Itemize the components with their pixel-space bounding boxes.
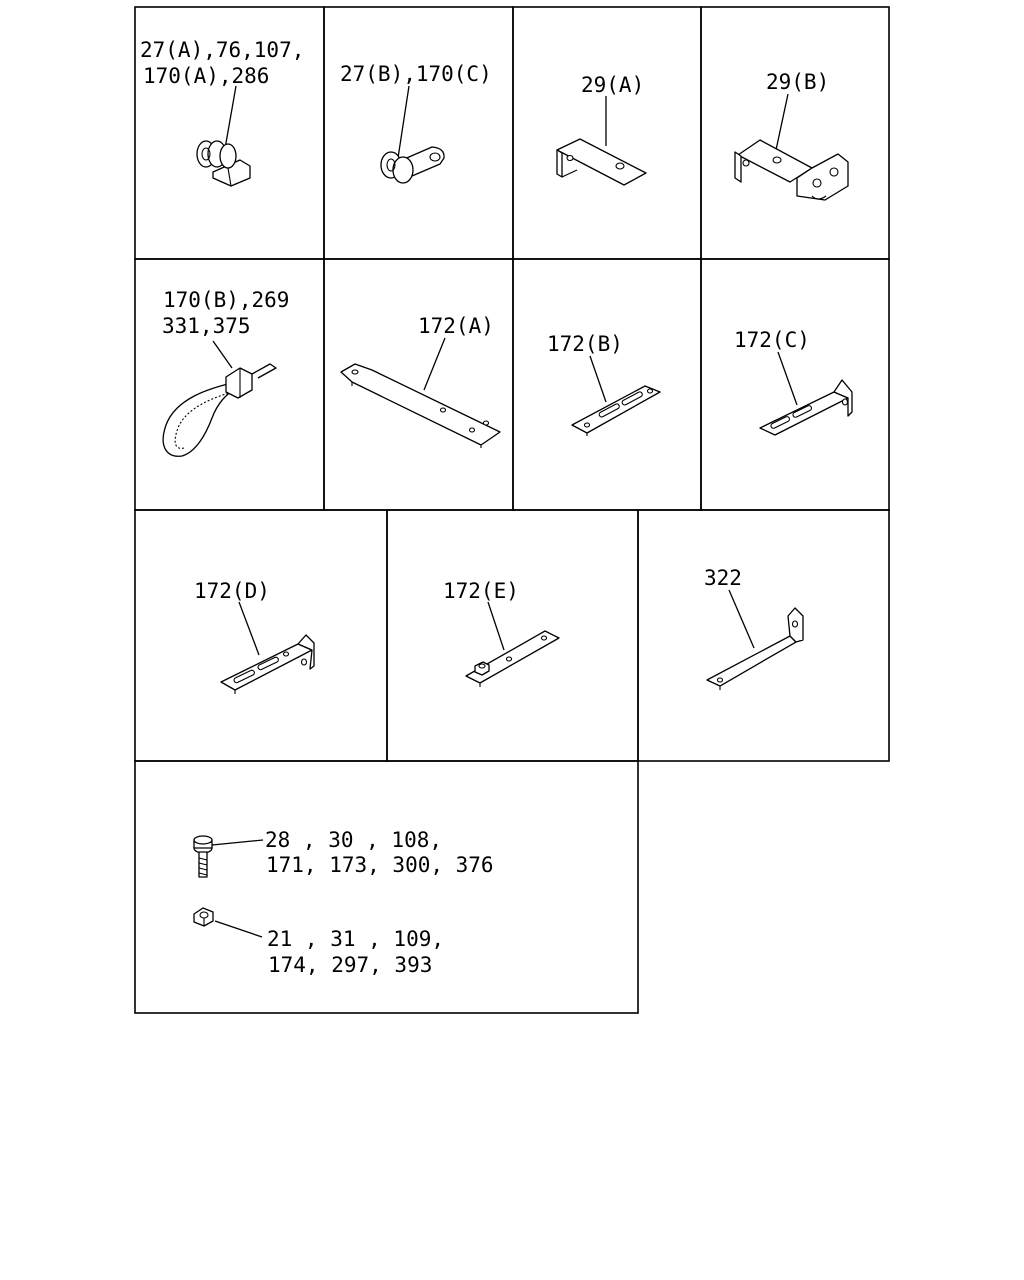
label-cable-tie-line1: 170(B),269 [163, 288, 289, 312]
label-bracket-322: 322 [704, 566, 742, 590]
bracket-172d-drawing [220, 634, 315, 694]
cell-bracket-172c [700, 258, 890, 511]
cell-grid [134, 6, 890, 1014]
leader-bolt [211, 839, 264, 846]
label-bracket-172d: 172(D) [194, 579, 270, 603]
leader-lines [211, 85, 798, 938]
bracket-172e-drawing [465, 630, 560, 687]
bracket-29a-drawing [556, 138, 647, 186]
part-labels: 27(A),76,107, 170(A),286 27(B),170(C) 29… [140, 38, 829, 977]
cell-fasteners [134, 760, 639, 1014]
cable-tie-drawing [162, 363, 277, 457]
bracket-172a-drawing [340, 363, 501, 448]
label-cable-tie-line2: 331,375 [162, 314, 251, 338]
cell-clip-b [323, 6, 514, 260]
label-bracket-172e: 172(E) [443, 579, 519, 603]
label-bracket-172b: 172(B) [547, 332, 623, 356]
label-nut-line1: 21 , 31 , 109, [267, 927, 444, 951]
nut-drawing [193, 907, 214, 927]
label-bracket-172a: 172(A) [418, 314, 494, 338]
leader-bracket-29b [775, 93, 789, 151]
cell-bracket-29b [700, 6, 890, 260]
leader-bracket-172b [589, 355, 607, 403]
leader-bracket-172e [487, 601, 505, 651]
leader-clip-b [397, 85, 410, 159]
label-nut-line2: 174, 297, 393 [268, 953, 432, 977]
cell-bracket-29a [512, 6, 702, 260]
label-bracket-172c: 172(C) [734, 328, 810, 352]
cell-bracket-172e [386, 509, 639, 762]
label-clip-a-line2: 170(A),286 [143, 64, 269, 88]
leader-bracket-172c [777, 351, 798, 406]
leader-bracket-172d [238, 601, 260, 656]
bolt-drawing [193, 835, 213, 878]
cell-bracket-322 [637, 509, 890, 762]
label-clip-a-line1: 27(A),76,107, [140, 38, 304, 62]
bracket-322-drawing [706, 607, 804, 690]
leader-bracket-172a [423, 337, 446, 391]
bracket-172c-drawing [759, 379, 853, 436]
leader-nut [214, 920, 263, 938]
label-bolt-line2: 171, 173, 300, 376 [266, 853, 494, 877]
clip-a-drawing [196, 140, 251, 187]
cell-bracket-172b [512, 258, 702, 511]
bracket-29b-drawing [734, 139, 849, 201]
leader-cable-tie [212, 340, 233, 369]
bracket-172b-drawing [571, 385, 661, 436]
label-bracket-29b: 29(B) [766, 70, 829, 94]
label-clip-b: 27(B),170(C) [340, 62, 492, 86]
cell-bracket-172d [134, 509, 388, 762]
leader-bracket-322 [728, 589, 755, 649]
label-bolt-line1: 28 , 30 , 108, [265, 828, 442, 852]
label-bracket-29a: 29(A) [581, 73, 644, 97]
clip-b-drawing [380, 146, 445, 184]
